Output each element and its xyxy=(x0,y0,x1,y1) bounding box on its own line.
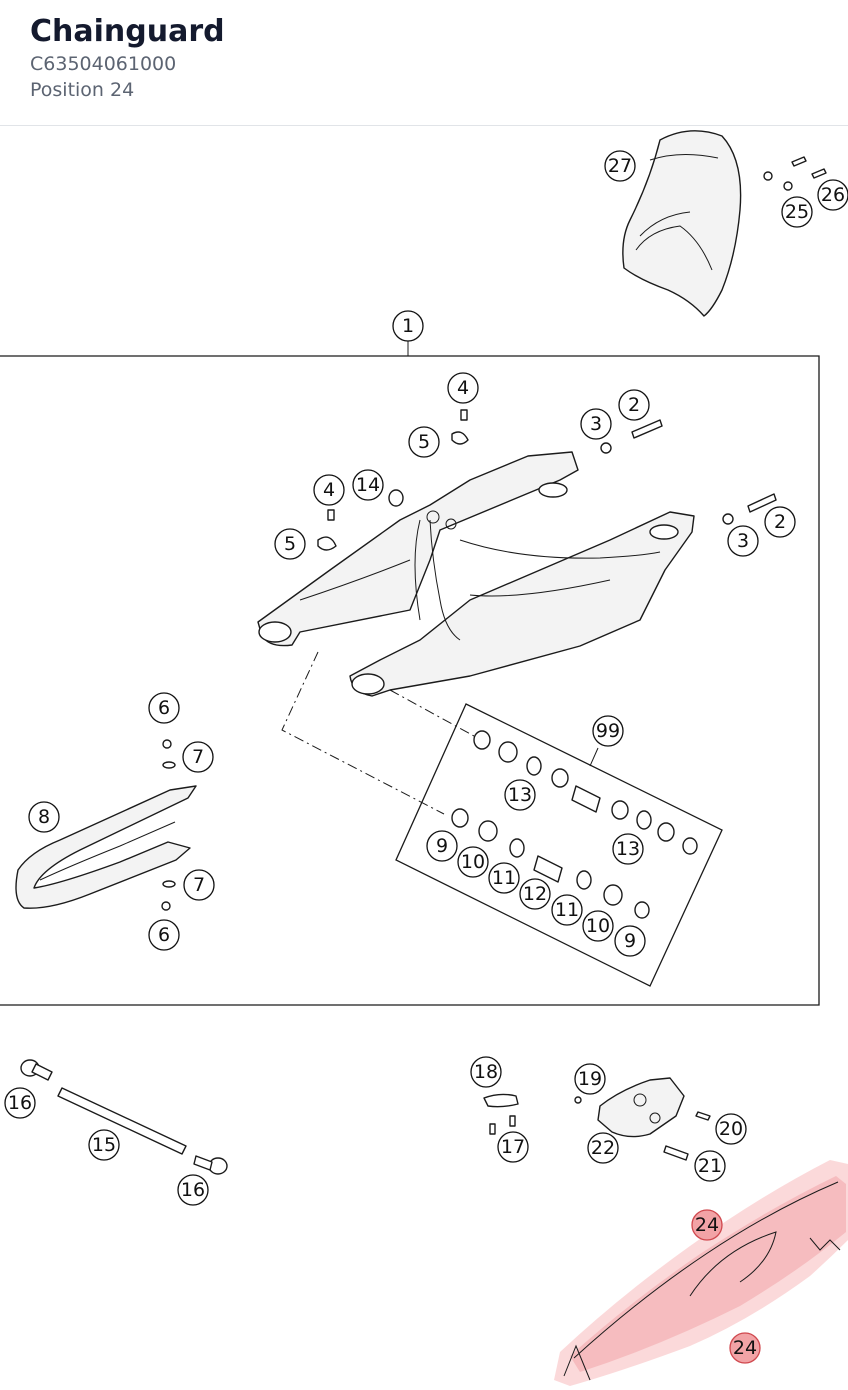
label-9-left: 9 xyxy=(426,830,458,862)
label-6-lower-text: 6 xyxy=(158,924,170,946)
label-2-lower: 2 xyxy=(764,506,796,538)
label-13-lower-text: 13 xyxy=(616,838,640,860)
label-21: 21 xyxy=(694,1150,726,1182)
label-8-text: 8 xyxy=(38,806,50,828)
label-19-text: 19 xyxy=(578,1068,602,1090)
label-11-left-text: 11 xyxy=(492,867,516,889)
label-27-text: 27 xyxy=(608,155,632,177)
label-13-upper-text: 13 xyxy=(508,784,532,806)
swingarm-hardware xyxy=(317,409,777,551)
label-3-upper-text: 3 xyxy=(590,413,602,435)
part-number: C63504061000 xyxy=(30,53,177,75)
label-3-upper: 3 xyxy=(580,408,612,440)
label-10-left: 10 xyxy=(457,846,489,878)
label-18: 18 xyxy=(470,1056,502,1088)
label-2-upper-text: 2 xyxy=(628,394,640,416)
part-header: Chainguard C63504061000 Position 24 xyxy=(0,0,848,126)
alignment-line-right xyxy=(389,689,475,737)
label-10-left-text: 10 xyxy=(461,851,485,873)
label-10-right: 10 xyxy=(582,910,614,942)
label-21-text: 21 xyxy=(698,1155,722,1177)
alignment-line-left xyxy=(281,651,445,815)
label-25-text: 25 xyxy=(785,201,809,223)
label-2-lower-text: 2 xyxy=(774,511,786,533)
label-20: 20 xyxy=(715,1113,747,1145)
label-7-lower: 7 xyxy=(183,869,215,901)
label-9-right: 9 xyxy=(614,925,646,957)
part-99-bearing-kit xyxy=(395,703,723,987)
label-5-lower-text: 5 xyxy=(284,533,296,555)
label-24-lower-text: 24 xyxy=(733,1337,757,1359)
label-1-text: 1 xyxy=(402,315,414,337)
label-13-upper: 13 xyxy=(504,779,536,811)
label-16-right-text: 16 xyxy=(181,1179,205,1201)
label-10-right-text: 10 xyxy=(586,915,610,937)
part-1-swingarm xyxy=(257,451,695,697)
label-24-upper-text: 24 xyxy=(695,1214,719,1236)
assembly-frame xyxy=(0,355,820,1006)
label-12-text: 12 xyxy=(523,883,547,905)
label-99: 99 xyxy=(592,715,624,747)
label-4-upper-text: 4 xyxy=(457,377,469,399)
label-24-upper[interactable]: 24 xyxy=(691,1209,723,1241)
part-title: Chainguard xyxy=(30,14,225,49)
label-17-text: 17 xyxy=(501,1136,525,1158)
label-4-lower: 4 xyxy=(313,474,345,506)
label-5-lower: 5 xyxy=(274,528,306,560)
label-16-right: 16 xyxy=(177,1174,209,1206)
label-9-left-text: 9 xyxy=(436,835,448,857)
label-6-upper-text: 6 xyxy=(158,697,170,719)
label-16-left-text: 16 xyxy=(8,1092,32,1114)
label-20-text: 20 xyxy=(719,1118,743,1140)
label-4-lower-text: 4 xyxy=(323,479,335,501)
label-1: 1 xyxy=(392,310,424,342)
label-6-upper: 6 xyxy=(148,692,180,724)
label-3-lower: 3 xyxy=(727,525,759,557)
part-position: Position 24 xyxy=(30,79,135,101)
label-14-text: 14 xyxy=(356,474,380,496)
exploded-parts-diagram: 27 26 25 1 4 5 2 3 4 14 5 2 3 6 7 8 7 6 … xyxy=(0,130,848,1386)
label-17: 17 xyxy=(497,1131,529,1163)
label-14: 14 xyxy=(352,469,384,501)
part-8-chain-slider xyxy=(15,739,197,911)
label-11-right: 11 xyxy=(551,894,583,926)
label-3-lower-text: 3 xyxy=(737,530,749,552)
label-18-text: 18 xyxy=(474,1061,498,1083)
label-27: 27 xyxy=(604,150,636,182)
label-4-upper: 4 xyxy=(447,372,479,404)
label-22: 22 xyxy=(587,1132,619,1164)
label-5-upper: 5 xyxy=(408,426,440,458)
label-13-lower: 13 xyxy=(612,833,644,865)
label-6-lower: 6 xyxy=(148,919,180,951)
label-19: 19 xyxy=(574,1063,606,1095)
label-99-text: 99 xyxy=(596,720,620,742)
part-24-chainguard-highlighted xyxy=(554,1160,848,1386)
label-15: 15 xyxy=(88,1129,120,1161)
label-22-text: 22 xyxy=(591,1137,615,1159)
label-16-left: 16 xyxy=(4,1087,36,1119)
label-7-lower-text: 7 xyxy=(193,874,205,896)
part-15-axle xyxy=(20,1059,228,1175)
part-27-shape xyxy=(622,130,742,317)
part-22-chain-guide xyxy=(483,1077,711,1161)
part-25-26-hardware xyxy=(763,156,827,191)
label-11-left: 11 xyxy=(488,862,520,894)
label-25: 25 xyxy=(781,196,813,228)
label-12: 12 xyxy=(519,878,551,910)
label-15-text: 15 xyxy=(92,1134,116,1156)
label-7-upper-text: 7 xyxy=(192,746,204,768)
label-9-right-text: 9 xyxy=(624,930,636,952)
label-26-text: 26 xyxy=(821,184,845,206)
label-26: 26 xyxy=(817,179,848,211)
label-2-upper: 2 xyxy=(618,389,650,421)
label-8: 8 xyxy=(28,801,60,833)
label-5-upper-text: 5 xyxy=(418,431,430,453)
label-7-upper: 7 xyxy=(182,741,214,773)
label-24-lower[interactable]: 24 xyxy=(729,1332,761,1364)
label-11-right-text: 11 xyxy=(555,899,579,921)
